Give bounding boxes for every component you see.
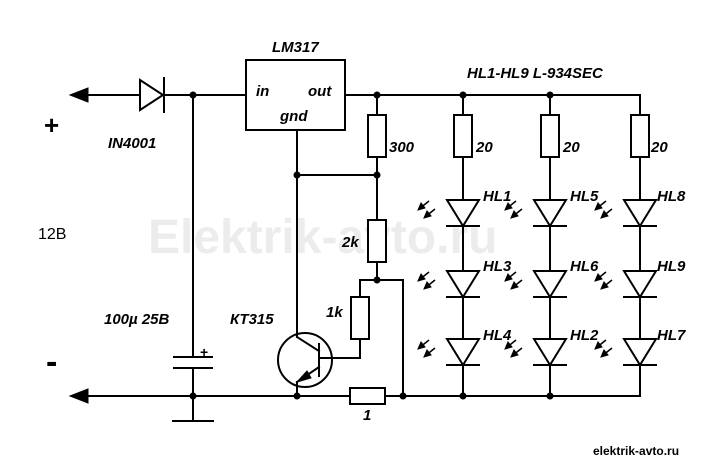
watermark: Elektrik-avto.ru — [148, 211, 497, 264]
led-hl8 — [594, 199, 658, 228]
voltage-label: 12В — [38, 226, 66, 243]
resistor-20 — [630, 114, 650, 158]
led-column-2 — [504, 94, 568, 397]
regulator-out-label: out — [308, 83, 332, 100]
resistor-2k — [367, 219, 404, 397]
led-hl4-label: HL4 — [483, 327, 512, 344]
led-hl2 — [504, 338, 568, 367]
site-credit: elektrik-avto.ru — [593, 444, 679, 458]
resistor-20 — [453, 114, 473, 158]
resistor-2k-label: 2k — [341, 234, 359, 251]
resistor-1k — [321, 279, 378, 359]
led-hl4 — [417, 338, 481, 367]
minus-sign: - — [46, 343, 57, 381]
transistor-label: КТ315 — [230, 311, 274, 328]
regulator-lm317: in out gnd — [245, 59, 346, 131]
led-hl6 — [504, 270, 568, 299]
resistor-20-b-label: 20 — [562, 139, 580, 156]
led-series-label: HL1-HL9 L-934SEC — [467, 65, 604, 82]
capacitor-plus-label: + — [200, 344, 208, 360]
transistor-kt315 — [277, 332, 333, 397]
led-hl6-label: HL6 — [570, 258, 599, 275]
diode-in4001 — [139, 77, 165, 113]
regulator-gnd-line — [293, 129, 381, 338]
diode-label: IN4001 — [108, 135, 156, 152]
led-hl7-label: HL7 — [657, 327, 686, 344]
regulator-label: LM317 — [272, 39, 319, 56]
led-column-3 — [594, 94, 658, 397]
led-hl2-label: HL2 — [570, 327, 599, 344]
led-hl3-label: HL3 — [483, 258, 512, 275]
led-hl3 — [417, 270, 481, 299]
led-hl5 — [504, 199, 568, 228]
led-hl5-label: HL5 — [570, 188, 599, 205]
emitter-arrow — [295, 370, 312, 383]
resistor-300 — [367, 94, 387, 221]
capacitor-100u: + — [172, 94, 214, 422]
plus-sign: + — [44, 110, 59, 140]
resistor-1k-label: 1k — [326, 304, 343, 321]
led-hl1-label: HL1 — [483, 188, 511, 205]
shunt-resistor-1 — [296, 387, 386, 405]
led-column-1 — [417, 94, 481, 397]
led-hl9 — [594, 270, 658, 299]
resistor-300-label: 300 — [389, 139, 415, 156]
resistor-20 — [540, 114, 560, 158]
led-hl9-label: HL9 — [657, 258, 686, 275]
resistor-20-a-label: 20 — [475, 139, 493, 156]
led-hl7 — [594, 338, 658, 367]
resistor-20-c-label: 20 — [650, 139, 668, 156]
input-arrow-minus — [68, 388, 89, 404]
led-columns — [417, 94, 658, 397]
regulator-in-label: in — [256, 83, 269, 100]
regulator-gnd-label: gnd — [279, 108, 308, 125]
shunt-resistor-label: 1 — [363, 407, 371, 424]
capacitor-label: 100µ 25B — [104, 311, 170, 328]
led-hl1 — [417, 199, 481, 228]
input-arrow-plus — [68, 87, 89, 103]
led-hl8-label: HL8 — [657, 188, 686, 205]
